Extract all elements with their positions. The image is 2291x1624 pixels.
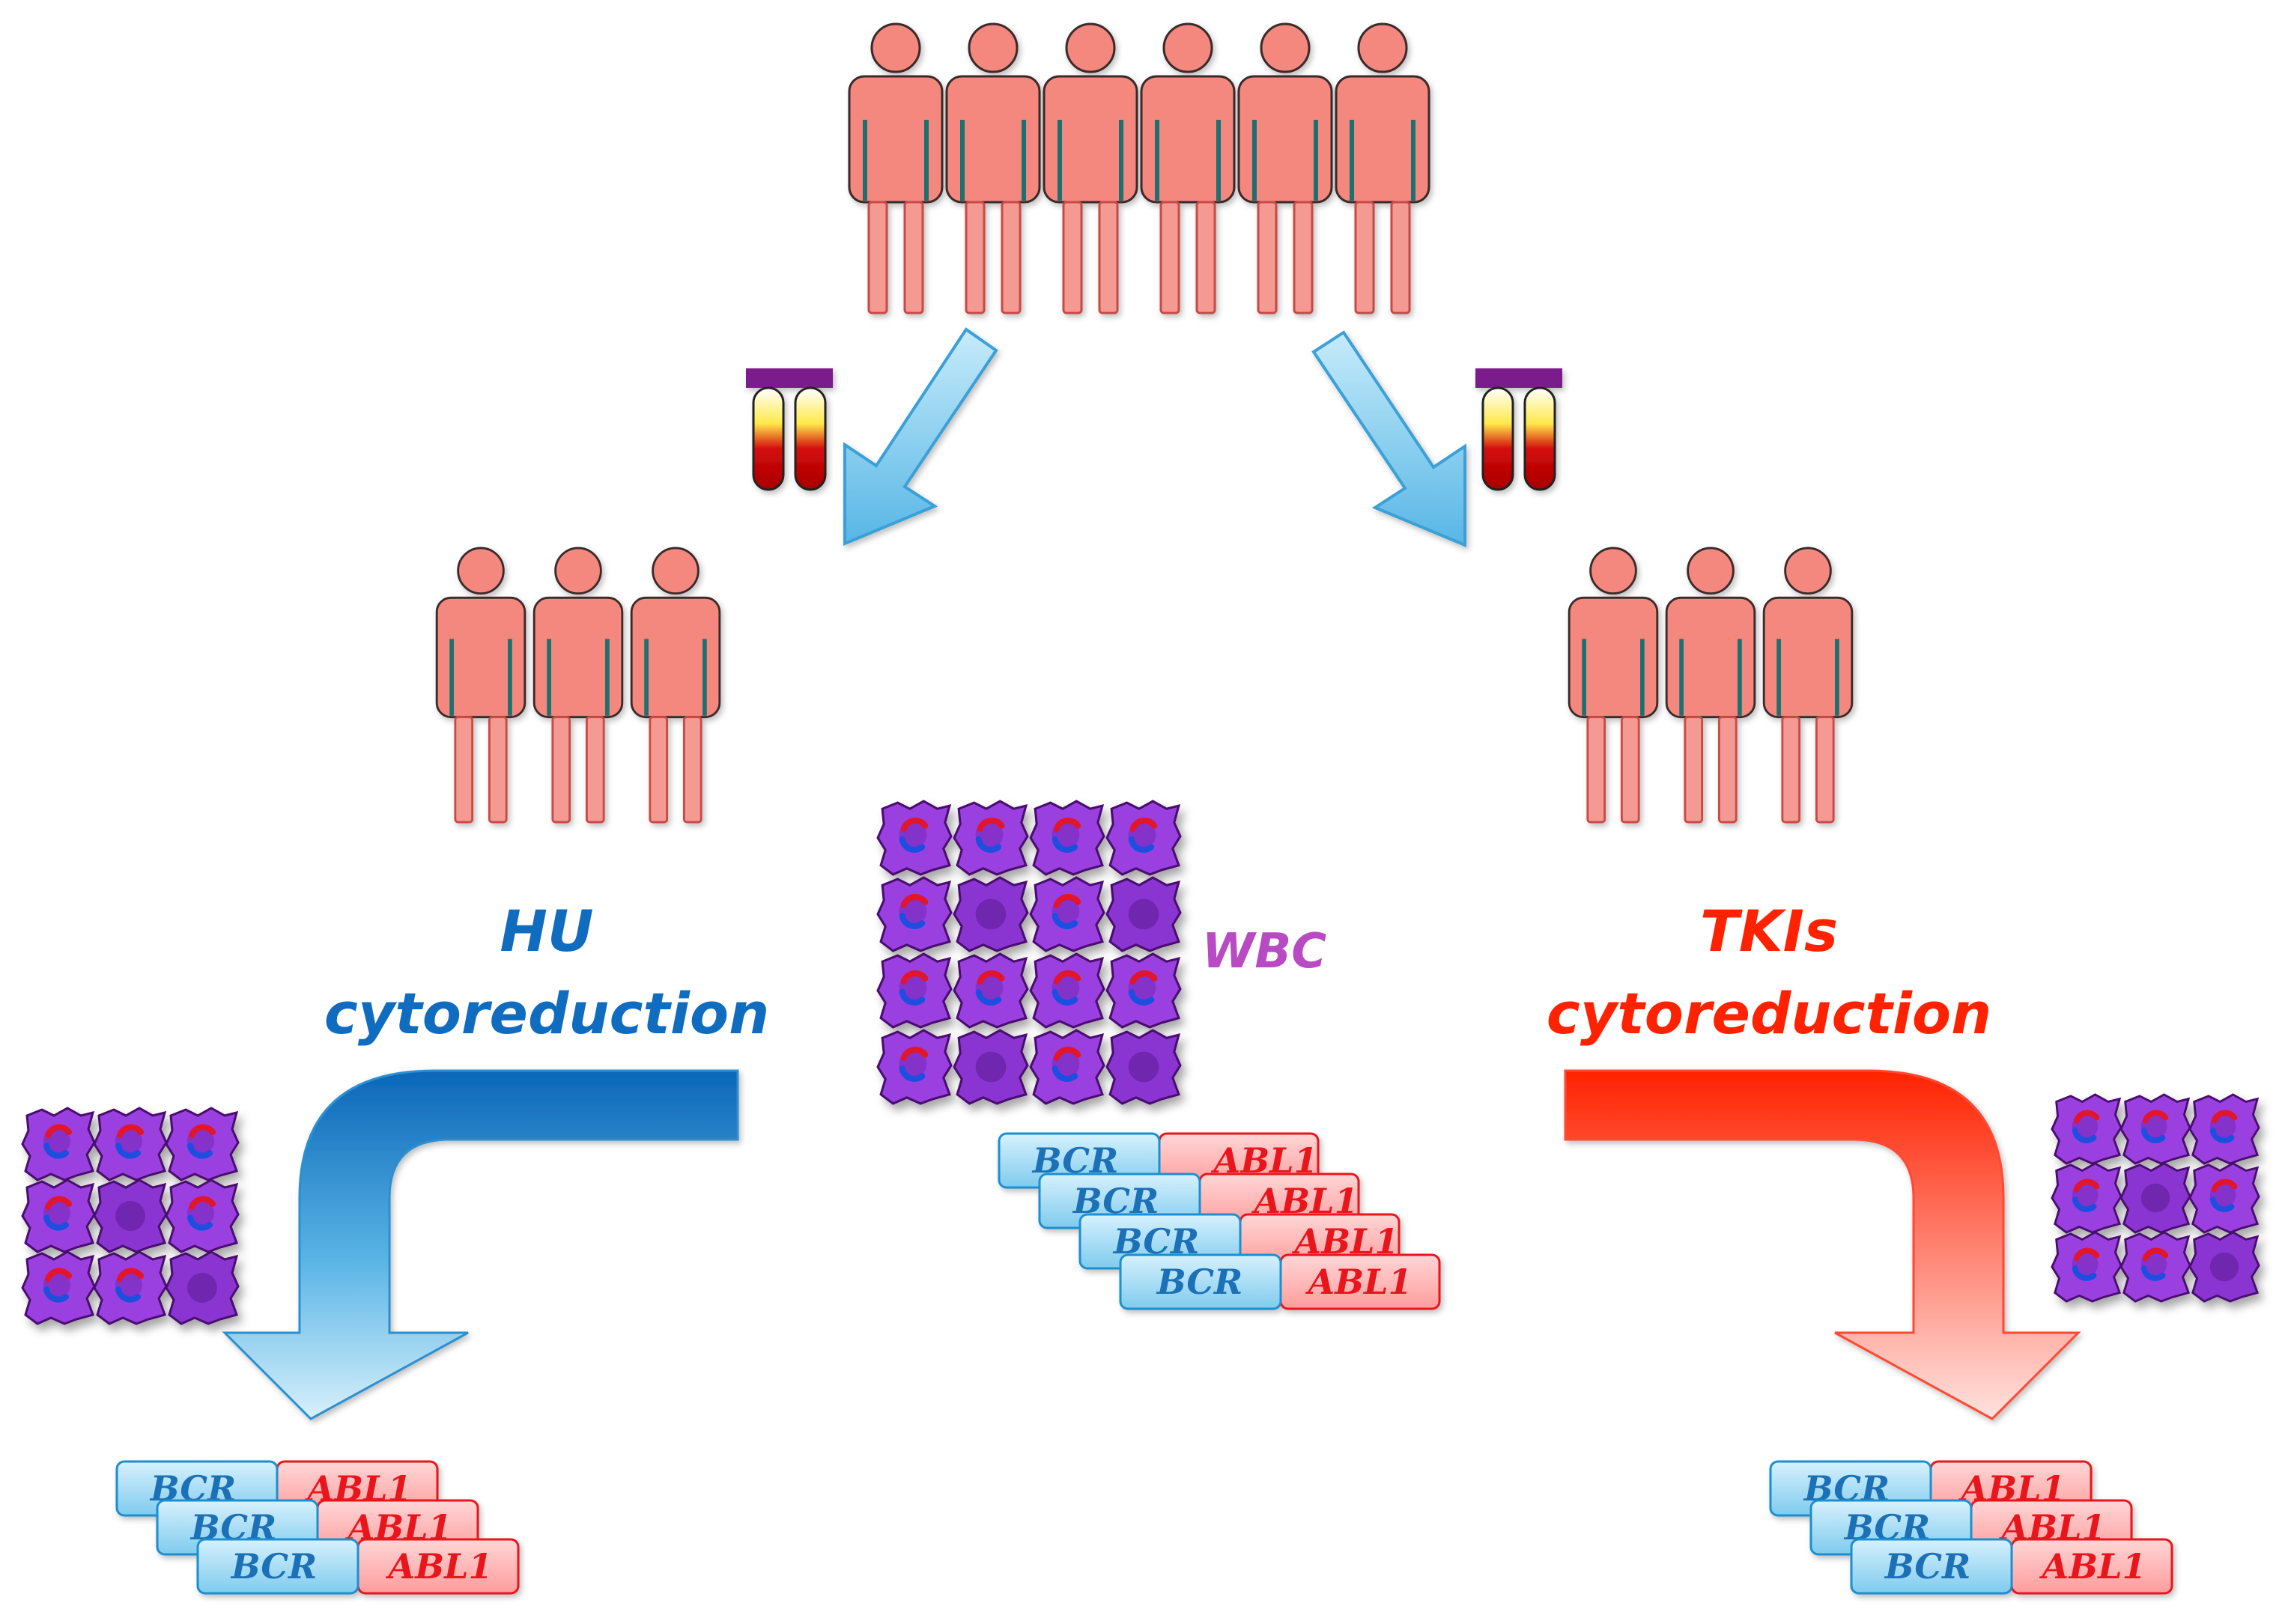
person-icon xyxy=(848,22,944,314)
svg-text:ABL1: ABL1 xyxy=(386,1546,493,1587)
person-icon xyxy=(435,547,527,824)
svg-text:BCR: BCR xyxy=(1884,1546,1971,1587)
person-icon xyxy=(532,547,624,824)
tki-cell-cluster-icon xyxy=(2052,1095,2259,1301)
tki-curved-arrow-icon xyxy=(1564,1069,2081,1420)
patient-group-tki xyxy=(1568,547,1854,824)
down-left-arrow-icon xyxy=(843,327,998,546)
hu-curved-arrow-icon xyxy=(222,1069,739,1420)
hu-label-line1: HU xyxy=(500,898,593,964)
bcr-abl1-stack-hu: ABL1 BCR ABL1 BCR ABL1 BCR xyxy=(115,1460,520,1595)
svg-text:BCR: BCR xyxy=(230,1546,318,1587)
patient-group-hu xyxy=(435,547,721,824)
patient-group-top xyxy=(848,22,1430,314)
fusion-gene-icon: ABL1 BCR xyxy=(998,1132,1320,1189)
person-icon xyxy=(1335,22,1430,314)
fusion-gene-icon: ABL1 BCR xyxy=(196,1538,520,1595)
person-icon xyxy=(1665,547,1756,824)
person-icon xyxy=(1568,547,1659,824)
wbc-cell-cluster-icon xyxy=(878,801,1180,1104)
bcr-abl1-stack-center: ABL1 BCR ABL1 BCR ABL1 BCR ABL1 BCR xyxy=(998,1132,1441,1310)
person-icon xyxy=(1140,22,1236,314)
hu-cell-cluster-icon xyxy=(22,1108,238,1324)
fusion-gene-icon: ABL1 BCR xyxy=(1119,1253,1441,1310)
person-icon xyxy=(1762,547,1854,824)
hu-label-line2: cytoreduction xyxy=(324,980,769,1047)
tki-label-line1: TKIs xyxy=(1700,898,1838,964)
blood-tube-icon xyxy=(744,367,834,491)
bcr-abl1-stack-tki: ABL1 BCR ABL1 BCR ABL1 BCR xyxy=(1769,1460,2173,1595)
person-icon xyxy=(1237,22,1333,314)
svg-text:ABL1: ABL1 xyxy=(1305,1262,1412,1302)
wbc-label: WBC xyxy=(1202,924,1326,979)
person-icon xyxy=(1043,22,1138,314)
tki-label-line2: cytoreduction xyxy=(1547,980,1991,1047)
person-icon xyxy=(945,22,1041,314)
down-right-arrow-icon xyxy=(1311,330,1466,547)
svg-text:BCR: BCR xyxy=(1156,1262,1243,1302)
svg-text:ABL1: ABL1 xyxy=(2039,1546,2146,1587)
person-icon xyxy=(630,547,721,824)
fusion-gene-icon: ABL1 BCR xyxy=(1850,1538,2173,1595)
blood-tube-icon xyxy=(1474,367,1564,491)
